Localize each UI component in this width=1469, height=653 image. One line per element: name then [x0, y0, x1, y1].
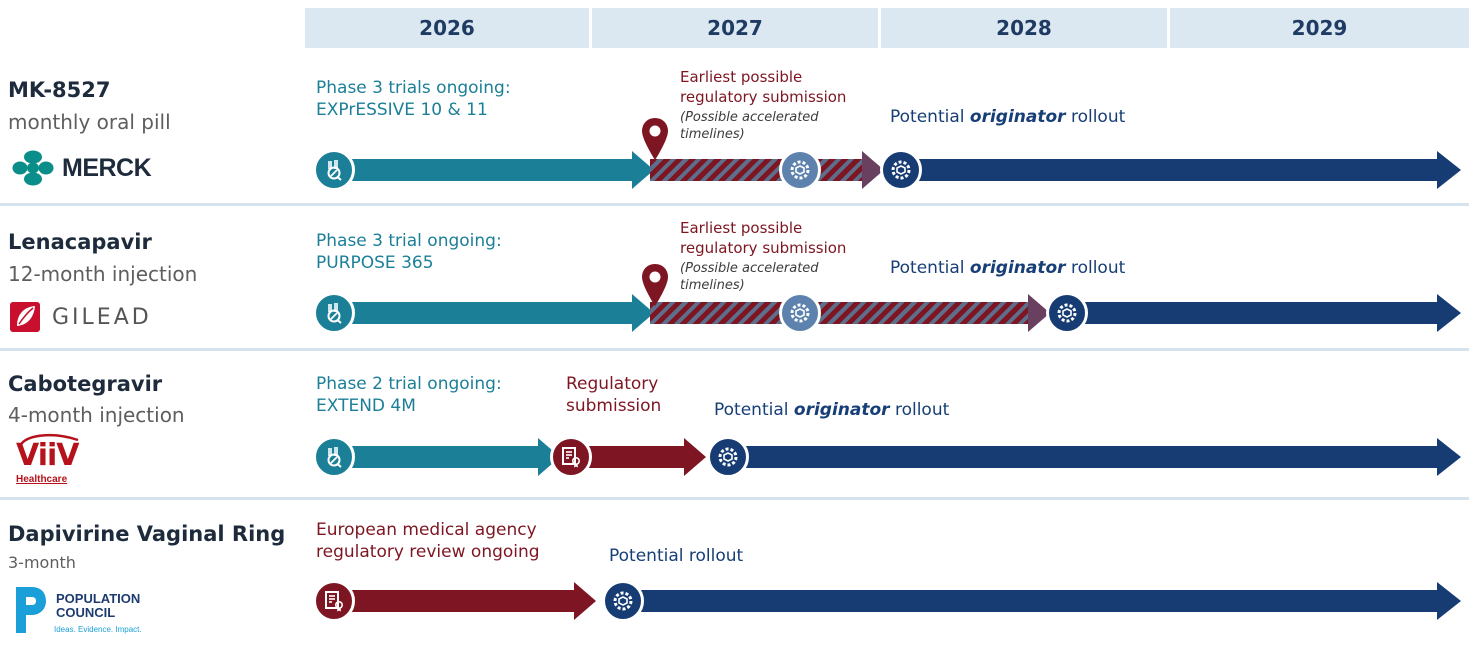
rollout-bar	[625, 590, 1437, 612]
regulatory-arrowhead	[684, 438, 706, 476]
gilead-logo: GILEAD	[10, 302, 180, 334]
trial-bar	[330, 302, 632, 324]
gear-box-icon	[779, 149, 821, 191]
drug-subtitle: 12-month injection	[8, 262, 198, 286]
drug-name: Lenacapavir	[8, 230, 152, 254]
rollout-bar	[905, 159, 1437, 181]
population-council-mark-icon	[16, 587, 46, 633]
company-name: ViiV	[16, 438, 79, 473]
regulatory-label: Earliest possible regulatory submission	[680, 219, 847, 257]
year-header-2027: 2027	[592, 8, 878, 48]
drug-name: Dapivirine Vaginal Ring	[8, 522, 286, 546]
drug-subtitle: 3-month	[8, 553, 76, 572]
clinical-trial-icon	[313, 436, 355, 478]
gear-box-icon	[707, 436, 749, 478]
drug-subtitle: monthly oral pill	[8, 110, 171, 134]
row-separator	[0, 203, 1469, 206]
company-name: POPULATION	[56, 591, 141, 606]
map-pin-icon	[642, 118, 668, 160]
trial-bar	[330, 159, 632, 181]
merck-logo: MERCK	[12, 150, 162, 186]
regulatory-window-bar	[650, 159, 865, 181]
regulatory-bar	[570, 446, 685, 468]
regulatory-arrowhead	[574, 582, 596, 620]
map-pin-icon	[642, 264, 668, 306]
regulatory-window-arrowhead	[862, 151, 884, 189]
regulatory-window-bar	[650, 302, 1030, 324]
company-name-line-2: COUNCIL	[56, 605, 116, 620]
clinical-trial-icon	[313, 149, 355, 191]
rollout-arrowhead	[1437, 151, 1461, 189]
rollout-arrowhead	[1437, 294, 1461, 332]
phase-label: Phase 3 trial ongoing: PURPOSE 365	[316, 231, 502, 273]
phase-label: Phase 3 trials ongoing: EXPrESSIVE 10 & …	[316, 78, 511, 120]
viiv-logo: ViiV Healthcare	[14, 432, 124, 492]
population-council-logo: POPULATION COUNCIL Ideas. Evidence. Impa…	[14, 585, 184, 645]
drug-name: MK-8527	[8, 78, 111, 102]
trial-arrowhead	[632, 151, 654, 189]
company-name: GILEAD	[52, 305, 152, 330]
review-label: European medical agency regulatory revie…	[316, 520, 540, 562]
rollout-label: Potential rollout	[609, 546, 744, 566]
rollout-bar	[1072, 302, 1437, 324]
regulatory-label: Earliest possible regulatory submission	[680, 68, 847, 106]
gilead-leaf-icon	[10, 302, 40, 332]
regulatory-note: (Possible accelerated timelines)	[680, 110, 819, 142]
merck-logo-mark-icon	[12, 150, 54, 186]
rollout-bar	[730, 446, 1437, 468]
clinical-trial-icon	[313, 292, 355, 334]
certificate-icon	[313, 580, 355, 622]
row-separator	[0, 497, 1469, 500]
regulatory-window-arrowhead	[1028, 294, 1050, 332]
year-header-2028: 2028	[881, 8, 1167, 48]
trial-arrowhead	[632, 294, 654, 332]
certificate-icon	[550, 436, 592, 478]
gear-box-icon	[880, 149, 922, 191]
regulatory-label: Regulatory submission	[566, 374, 662, 416]
viiv-arc-icon	[18, 434, 79, 447]
rollout-label: Potential originator rollout	[714, 400, 950, 420]
drug-subtitle: 4-month injection	[8, 403, 185, 427]
regulatory-note: (Possible accelerated timelines)	[680, 261, 819, 293]
rollout-label: Potential originator rollout	[890, 258, 1126, 278]
drug-name: Cabotegravir	[8, 372, 163, 396]
trial-bar	[330, 446, 540, 468]
company-subname: Healthcare	[16, 474, 68, 485]
company-name: MERCK	[62, 154, 152, 182]
rollout-label: Potential originator rollout	[890, 107, 1126, 127]
gear-box-icon	[1046, 292, 1088, 334]
row-separator	[0, 348, 1469, 351]
gear-box-icon	[602, 580, 644, 622]
gear-box-icon	[779, 292, 821, 334]
regulatory-bar	[330, 590, 575, 612]
phase-label: Phase 2 trial ongoing: EXTEND 4M	[316, 374, 502, 416]
year-header-2026: 2026	[305, 8, 589, 48]
year-header-2029: 2029	[1170, 8, 1469, 48]
rollout-arrowhead	[1437, 582, 1461, 620]
company-tagline: Ideas. Evidence. Impact.	[54, 625, 142, 634]
rollout-arrowhead	[1437, 438, 1461, 476]
